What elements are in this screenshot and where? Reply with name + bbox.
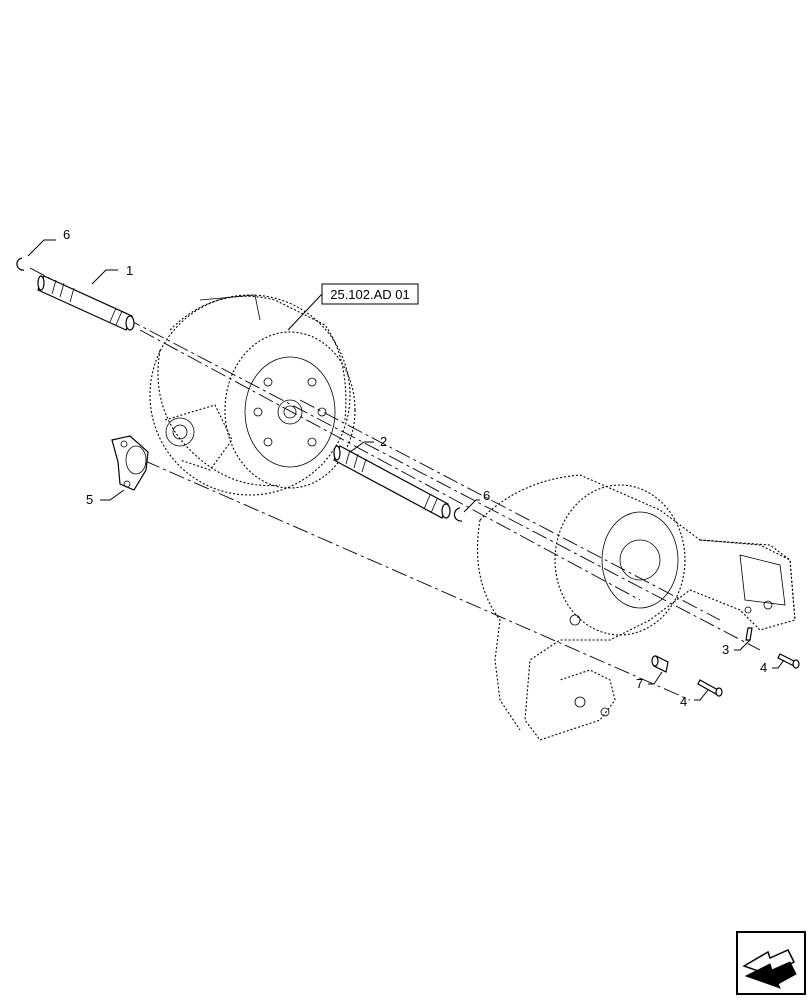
snap-ring-upper [16, 257, 25, 271]
callout-5: 5 [86, 492, 93, 507]
roll-pin [745, 627, 753, 641]
assembly-centerlines [29, 267, 761, 701]
callout-6-lower: 6 [483, 488, 490, 503]
previous-page-arrow-icon[interactable] [736, 931, 806, 995]
reference-box-label: 25.102.AD 01 [330, 287, 410, 302]
axle-shaft-lower [333, 445, 451, 519]
axle-housing-frame [476, 474, 796, 741]
callout-numbers: 6 1 2 6 5 3 4 7 4 [63, 227, 767, 709]
differential-housing [149, 294, 356, 496]
callout-2: 2 [380, 434, 387, 449]
callout-4-right: 4 [760, 660, 767, 675]
bushing [651, 655, 669, 673]
bolt-left [697, 679, 723, 697]
snap-ring-lower [453, 507, 463, 522]
callout-7: 7 [636, 676, 643, 691]
callout-3: 3 [722, 642, 729, 657]
axle-shaft-upper [37, 275, 135, 331]
callout-4-left: 4 [680, 694, 687, 709]
callout-6-upper: 6 [63, 227, 70, 242]
callout-leaders [27, 239, 785, 701]
pinion-yoke [111, 435, 149, 491]
reference-box[interactable]: 25.102.AD 01 [287, 283, 419, 331]
callout-1: 1 [126, 263, 133, 278]
bolt-right [777, 653, 800, 669]
